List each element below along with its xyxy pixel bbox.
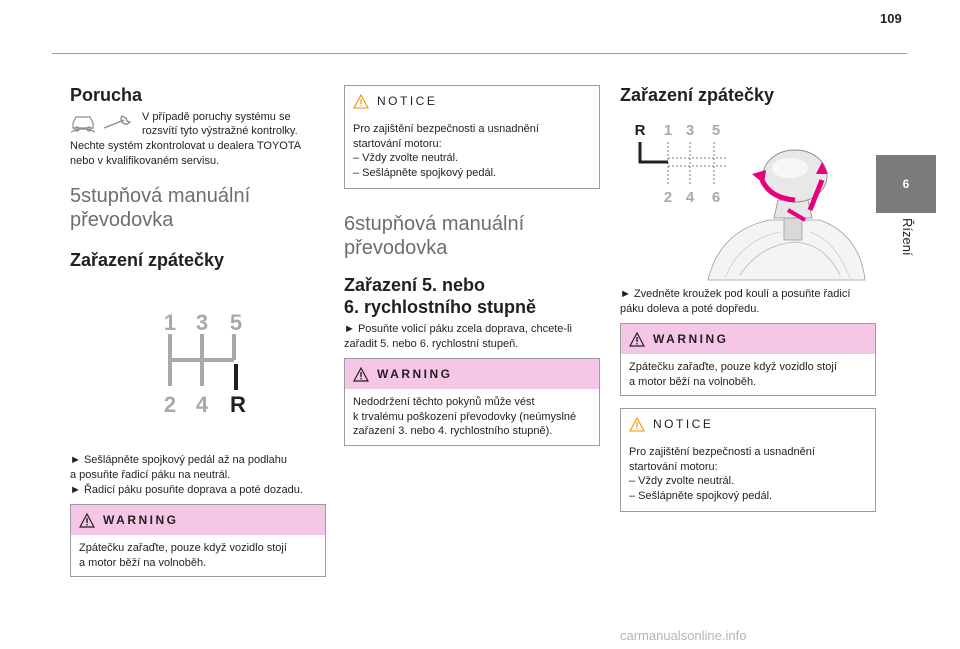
gear-2-label: 2 [164, 392, 176, 417]
gear-3-label: 3 [196, 310, 208, 335]
fault-text-1: V případě poruchy systému se [142, 111, 291, 123]
notice-heading: NOTICE [653, 417, 714, 431]
gear-diagram-6speed: R 1 3 5 2 4 6 [635, 122, 728, 206]
wrench-warning-lamp-icon [103, 115, 132, 129]
reverse-step-1b: a posuňte řadicí páku na neutrál. [70, 469, 231, 481]
fault-title: Porucha [70, 85, 143, 105]
warning-heading: WARNING [103, 513, 179, 527]
warning-box-6speed: WARNING Nedodržení těchto pokynů může vé… [344, 358, 600, 446]
fault-text-4: nebo v kvalifikovaném servisu. [70, 155, 220, 167]
warning-text: Zpátečku zařaďte, pouze když vozidlo sto… [79, 542, 287, 569]
subtitle-6speed: 6stupňová manuální převodovka [344, 213, 525, 259]
reverse-6-step-b: páku doleva a poté dopředu. [620, 303, 760, 315]
fault-warning-lamp-icon [70, 115, 132, 133]
gear-5-6-step-a: ► Posuňte volicí páku zcela doprava, chc… [344, 323, 572, 335]
notice-triangle-icon [629, 416, 645, 432]
fault-text-3: Nechte systém zkontrolovat u dealera TOY… [70, 140, 302, 152]
gear-4-label: 4 [196, 392, 209, 417]
warning-heading: WARNING [653, 332, 729, 346]
gear-5-6-step-b: zařadit 5. nebo 6. rychlostní stupeň. [344, 338, 519, 350]
reverse-title-5speed: Zařazení zpátečky [70, 250, 225, 270]
gear-2-label: 2 [664, 189, 672, 206]
reverse-step-2: ► Řadicí páku posuňte doprava a poté doz… [70, 484, 303, 496]
notice-header: NOTICE [345, 86, 599, 116]
reverse-6-step-a: ► Zvedněte kroužek pod koulí a posuňte ř… [620, 288, 851, 300]
fault-text-2: rozsvítí tyto výstražné kontrolky. [142, 125, 298, 137]
reverse-title-6speed: Zařazení zpátečky [620, 85, 775, 105]
warning-box-reverse-6speed: WARNING Zpátečku zařaďte, pouze když voz… [620, 323, 876, 396]
warning-text: Nedodržení těchto pokynů může vést k trv… [353, 396, 577, 437]
gear-4-label: 4 [686, 189, 695, 206]
gear-diagram-5speed: 1 3 5 2 4 R [164, 310, 246, 417]
gear-1-label: 1 [164, 310, 176, 335]
notice-box-2: NOTICE Pro zajištění bezpečnosti a usnad… [620, 408, 876, 512]
warning-triangle-icon [353, 366, 369, 382]
notice-heading: NOTICE [377, 94, 438, 108]
watermark: carmanualsonline.info [620, 628, 747, 643]
chapter-number: 6 [902, 177, 910, 191]
gear-5-label: 5 [712, 122, 720, 139]
chapter-label: Řízení [900, 218, 915, 256]
notice-box-1: NOTICE Pro zajištění bezpečnosti a usnad… [344, 85, 600, 189]
gear-5-6-title: Zařazení 5. nebo 6. rychlostního stupně [344, 275, 537, 317]
gear-1-label: 1 [664, 122, 672, 139]
warning-text: Zpátečku zařaďte, pouze když vozidlo sto… [629, 361, 837, 388]
warning-box-5speed: WARNING Zpátečku zařaďte, pouze když voz… [70, 504, 326, 577]
gear-5-label: 5 [230, 310, 242, 335]
chapter-tab[interactable]: 6 [876, 155, 936, 213]
warning-header: WARNING [345, 359, 599, 389]
notice-text: Pro zajištění bezpečnosti a usnadnění st… [629, 446, 815, 502]
reverse-step-1a: ► Sešlápněte spojkový pedál až na podlah… [70, 454, 287, 466]
notice-text: Pro zajištění bezpečnosti a usnadnění st… [353, 123, 539, 179]
gear-r-label: R [635, 122, 646, 139]
subtitle-5speed: 5stupňová manuální převodovka [70, 185, 251, 231]
notice-header: NOTICE [621, 409, 875, 439]
page-number: 109 [880, 11, 902, 26]
gear-lever-illustration [707, 149, 866, 281]
warning-heading: WARNING [377, 367, 453, 381]
warning-header: WARNING [621, 324, 875, 354]
gear-6-label: 6 [712, 189, 720, 206]
warning-triangle-icon [79, 512, 95, 528]
gear-3-label: 3 [686, 122, 694, 139]
warning-triangle-icon [629, 331, 645, 347]
warning-header: WARNING [71, 505, 325, 535]
header-rule [52, 53, 907, 54]
gear-r-label: R [230, 392, 246, 417]
notice-triangle-icon [353, 93, 369, 109]
